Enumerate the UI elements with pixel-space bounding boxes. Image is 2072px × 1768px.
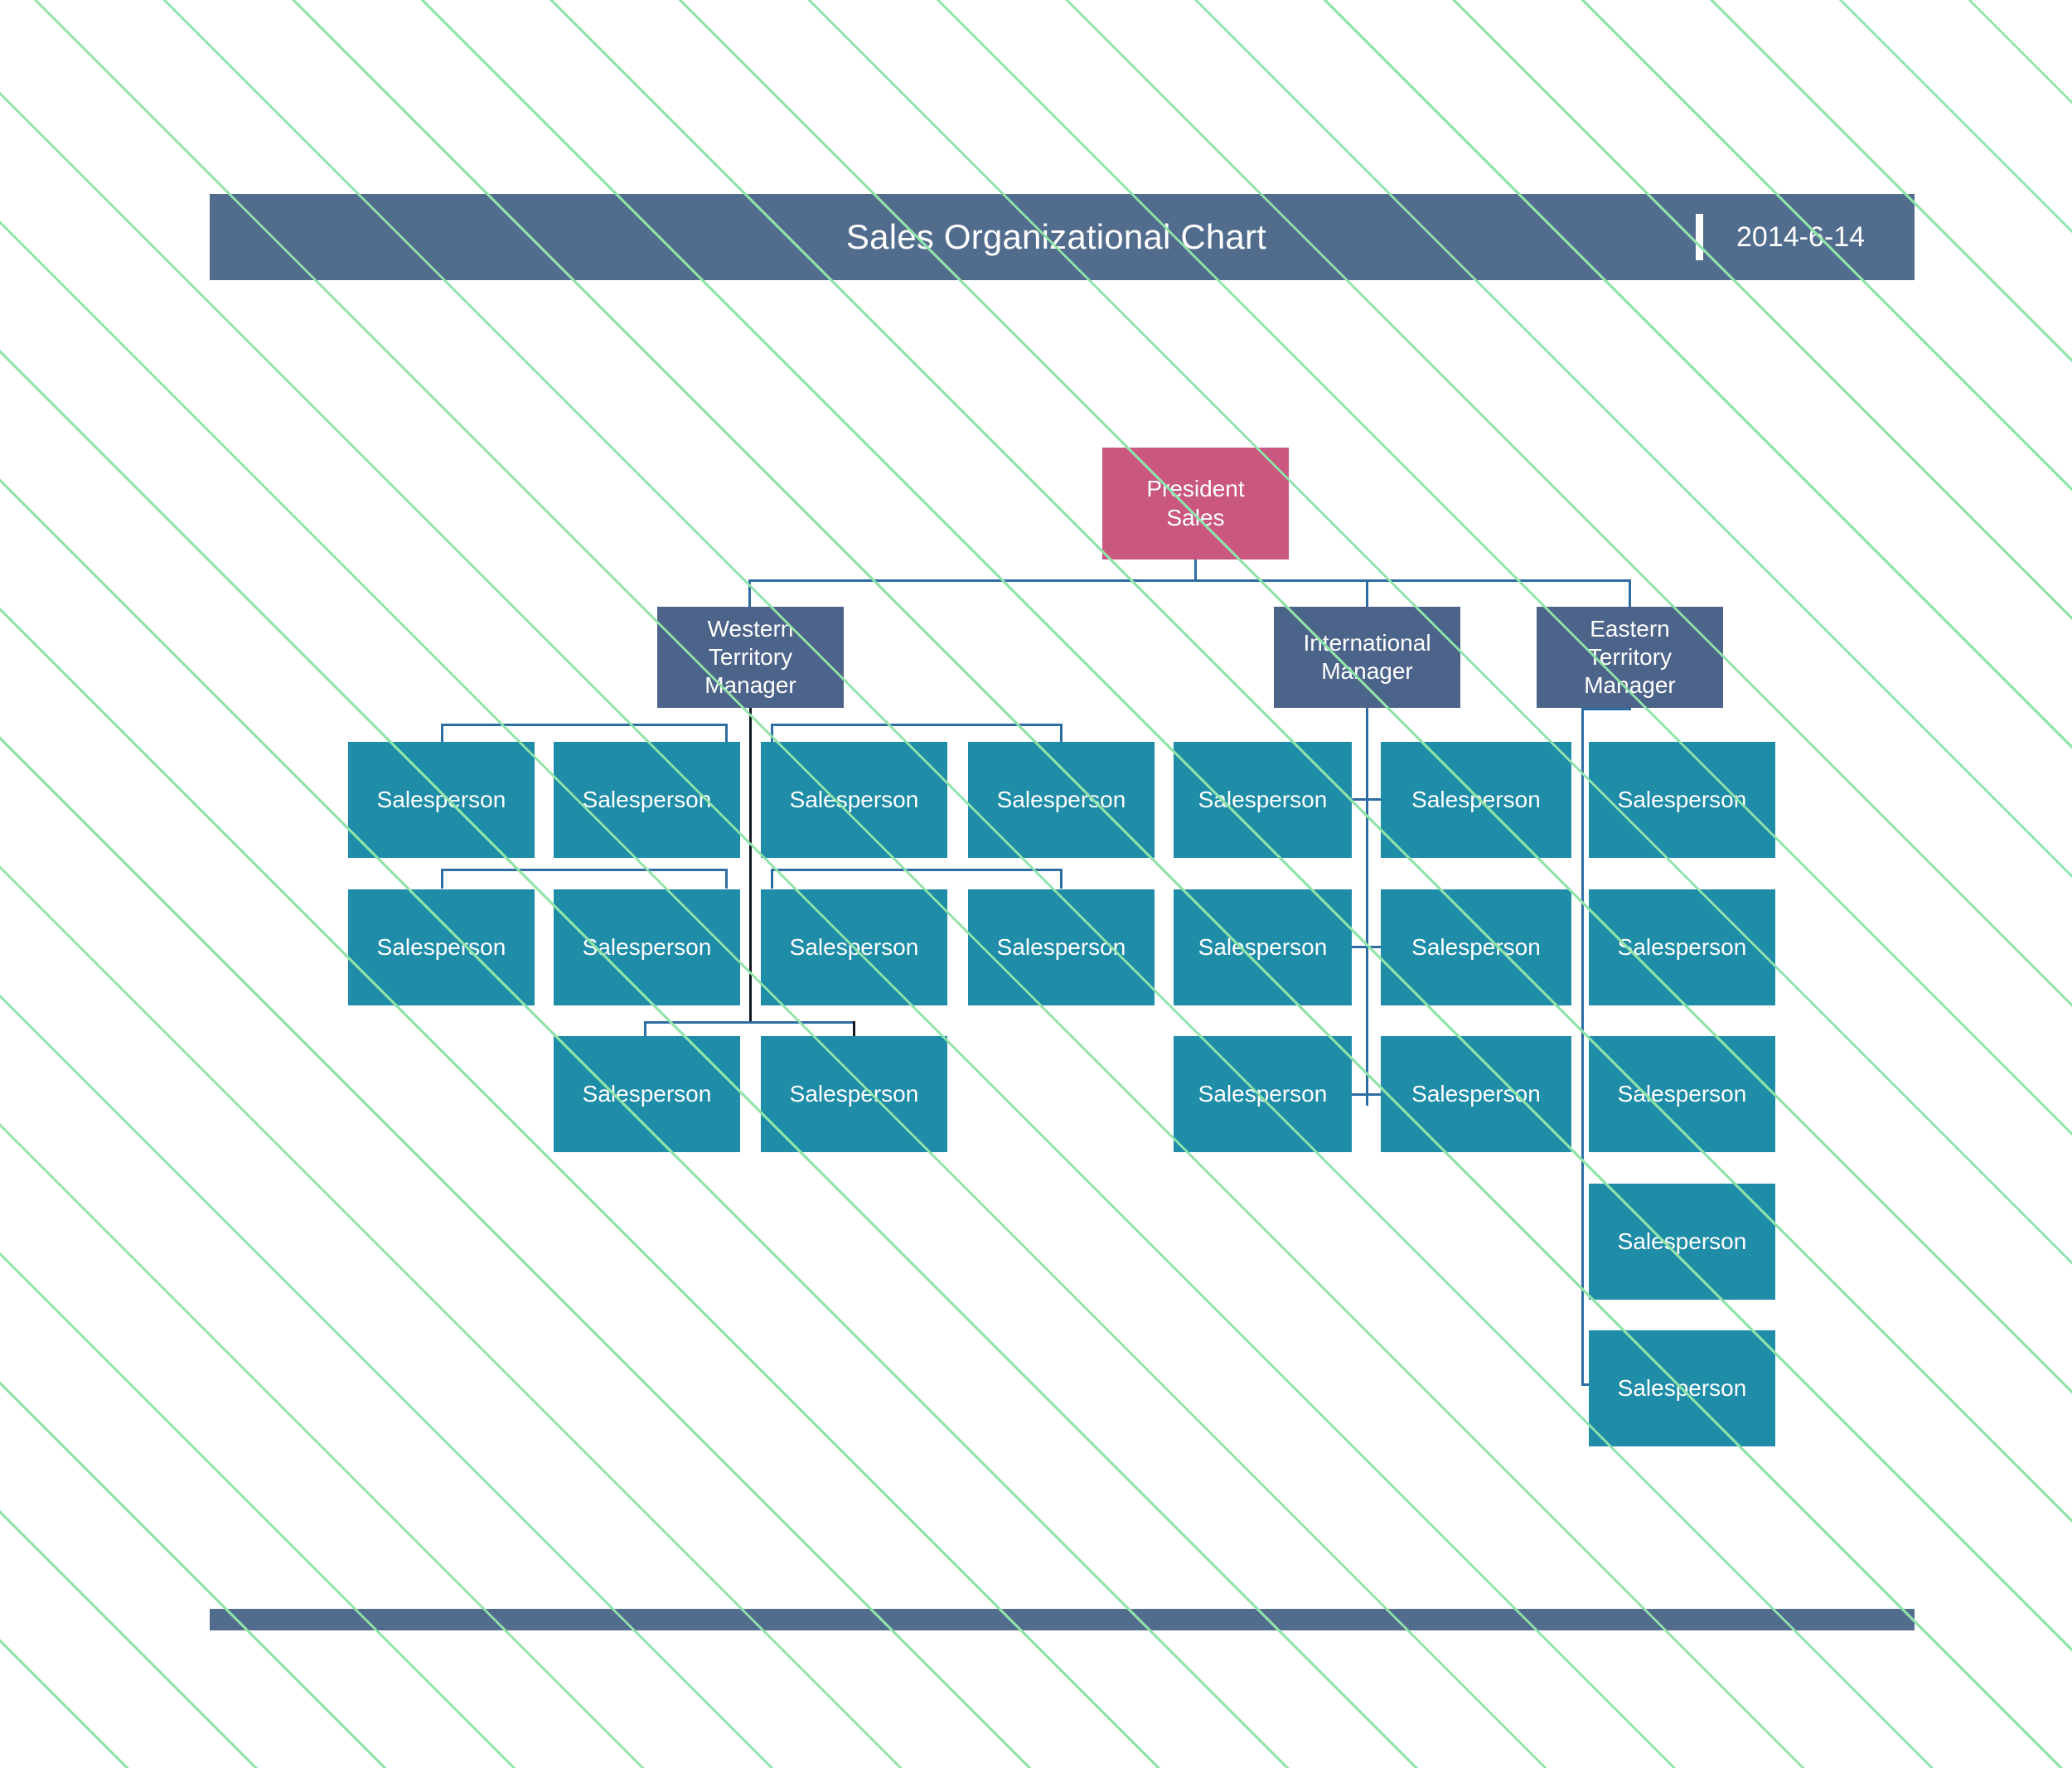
connector-eastern-elbow-top bbox=[1581, 708, 1631, 710]
node-salesperson[interactable]: Salesperson bbox=[761, 1036, 947, 1152]
connector-western-r2-bus-right bbox=[771, 869, 1063, 871]
title-bar: Sales Organizational Chart 2014-6-14 bbox=[210, 194, 1915, 280]
connector-eastern-rail bbox=[1581, 708, 1584, 1386]
connector-president-stem bbox=[1194, 559, 1197, 581]
node-salesperson[interactable]: Salesperson bbox=[761, 742, 947, 858]
node-salesperson[interactable]: Salesperson bbox=[1381, 889, 1571, 1005]
node-international-manager[interactable]: International Manager bbox=[1274, 607, 1460, 708]
node-salesperson[interactable]: Salesperson bbox=[1381, 1036, 1571, 1152]
connector-western-r2-drop-1 bbox=[441, 869, 443, 889]
connector-western-r1-drop-1 bbox=[441, 724, 443, 744]
node-salesperson[interactable]: Salesperson bbox=[348, 889, 535, 1005]
page-title: Sales Organizational Chart bbox=[845, 217, 1267, 256]
node-salesperson[interactable]: Salesperson bbox=[1174, 1036, 1352, 1152]
node-salesperson[interactable]: Salesperson bbox=[968, 742, 1155, 858]
node-salesperson[interactable]: Salesperson bbox=[1589, 1036, 1775, 1152]
connector-western-spine bbox=[749, 708, 752, 1024]
connector-western-r1-drop-4 bbox=[1060, 724, 1063, 744]
connector-president-bus bbox=[748, 579, 1631, 582]
connector-western-r1-drop-3 bbox=[771, 724, 773, 744]
footer-bar bbox=[210, 1609, 1915, 1630]
node-eastern-label: Eastern Territory Manager bbox=[1584, 615, 1676, 699]
connector-drop-western bbox=[748, 579, 751, 608]
node-salesperson[interactable]: Salesperson bbox=[1589, 742, 1775, 858]
node-president[interactable]: President Sales bbox=[1102, 448, 1289, 559]
node-western-territory-manager[interactable]: Western Territory Manager bbox=[657, 607, 844, 708]
connector-western-r2-drop-3 bbox=[771, 869, 773, 889]
chart-date: 2014-6-14 bbox=[1736, 220, 1866, 253]
connector-drop-eastern bbox=[1629, 579, 1631, 608]
node-salesperson[interactable]: Salesperson bbox=[554, 1036, 740, 1152]
node-salesperson[interactable]: Salesperson bbox=[554, 742, 740, 858]
connector-international-tick-l3 bbox=[1351, 1093, 1366, 1096]
connector-western-r1-bus-right bbox=[771, 724, 1063, 726]
node-salesperson[interactable]: Salesperson bbox=[1589, 889, 1775, 1005]
node-western-label: Western Territory Manager bbox=[704, 615, 796, 699]
node-salesperson[interactable]: Salesperson bbox=[1381, 742, 1571, 858]
node-salesperson[interactable]: Salesperson bbox=[348, 742, 535, 858]
node-salesperson[interactable]: Salesperson bbox=[1174, 889, 1352, 1005]
connector-drop-international bbox=[1366, 579, 1368, 608]
node-president-label: President Sales bbox=[1146, 476, 1245, 530]
node-international-label: International Manager bbox=[1303, 629, 1431, 684]
node-salesperson[interactable]: Salesperson bbox=[1174, 742, 1352, 858]
connector-western-r2-drop-2 bbox=[725, 869, 728, 889]
connector-western-r1-bus-left bbox=[441, 724, 727, 726]
connector-international-tick-l2 bbox=[1351, 946, 1366, 948]
vertical-bar-icon bbox=[1696, 214, 1703, 260]
node-salesperson[interactable]: Salesperson bbox=[1589, 1184, 1775, 1300]
connector-western-r3-bus bbox=[644, 1021, 854, 1024]
connector-western-r2-bus-left bbox=[441, 869, 727, 871]
node-eastern-territory-manager[interactable]: Eastern Territory Manager bbox=[1537, 607, 1723, 708]
connector-international-spine bbox=[1366, 708, 1368, 1106]
node-salesperson[interactable]: Salesperson bbox=[1589, 1330, 1775, 1446]
connector-western-r1-drop-2 bbox=[725, 724, 728, 744]
connector-western-r2-drop-4 bbox=[1060, 869, 1063, 889]
connector-international-tick-l1 bbox=[1351, 798, 1366, 801]
node-salesperson[interactable]: Salesperson bbox=[554, 889, 740, 1005]
node-salesperson[interactable]: Salesperson bbox=[761, 889, 947, 1005]
node-salesperson[interactable]: Salesperson bbox=[968, 889, 1155, 1005]
